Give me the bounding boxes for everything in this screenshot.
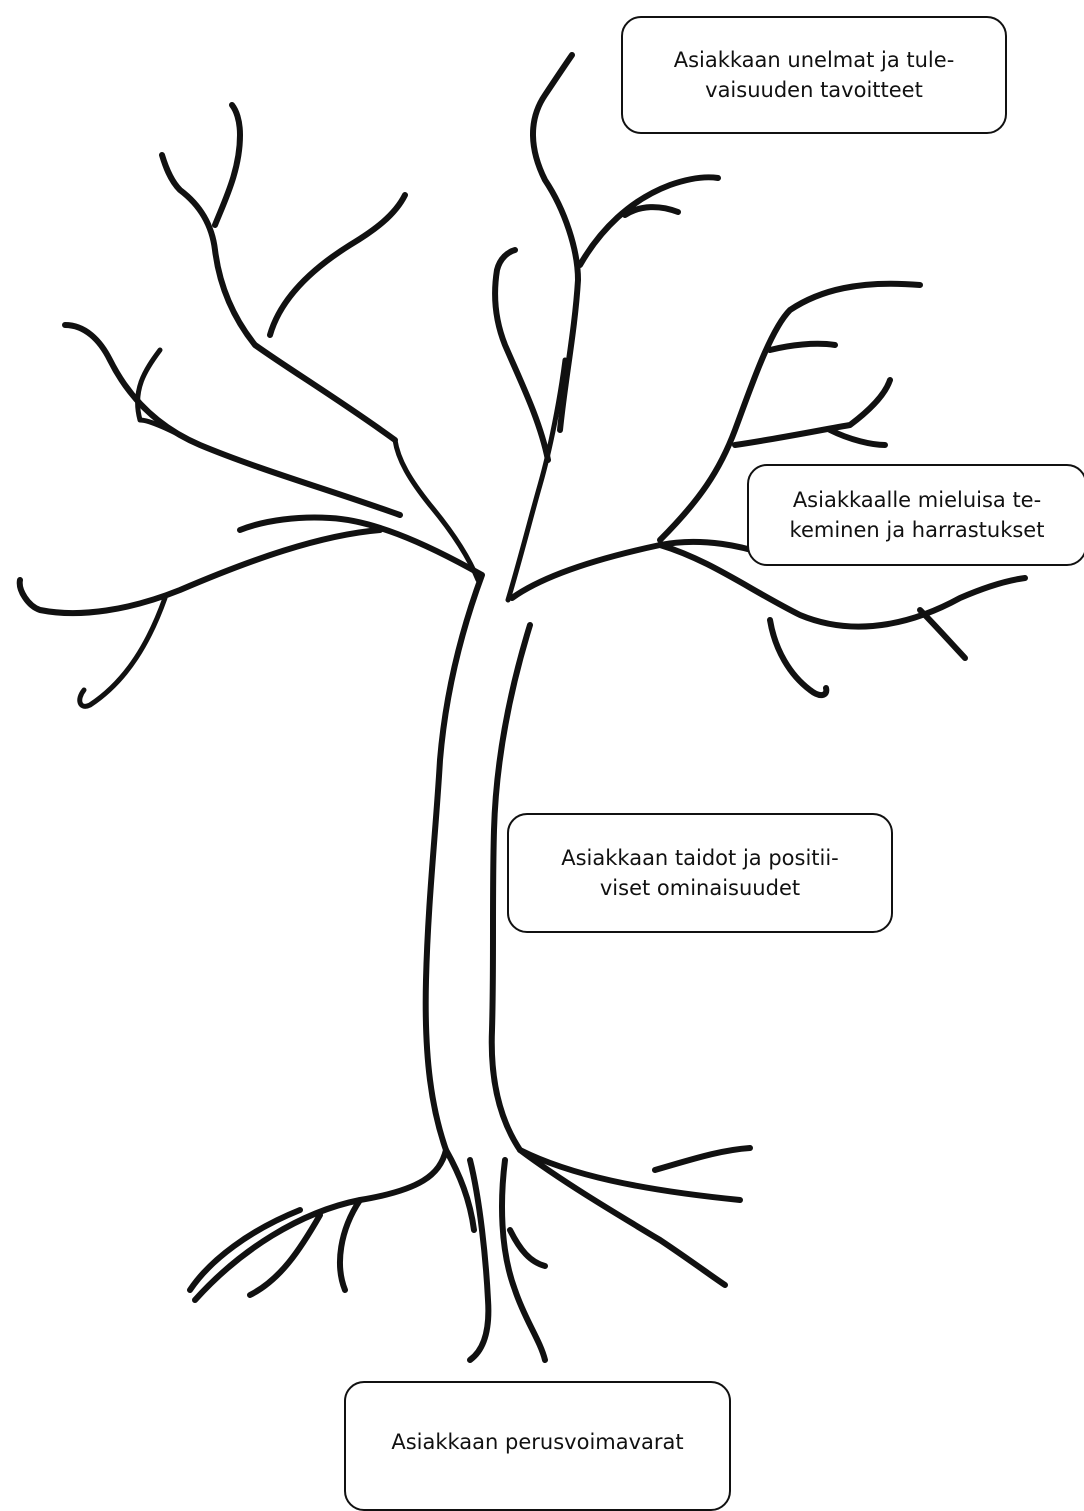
- branch-left-lower: [20, 325, 400, 613]
- trunk-left-outline: [195, 518, 482, 1301]
- dreams-label-line-2: vaisuuden tavoitteet: [674, 75, 955, 105]
- roots-label-line-1: Asiakkaan perusvoimavarat: [391, 1427, 683, 1457]
- hobbies-label-box: Asiakkaalle mieluisa te- keminen ja harr…: [747, 464, 1084, 566]
- branch-right-lower: [660, 545, 1025, 695]
- hobbies-label-line-1: Asiakkaalle mieluisa te-: [790, 485, 1045, 515]
- skills-label-line-1: Asiakkaan taidot ja positii-: [561, 843, 839, 873]
- roots: [190, 1148, 750, 1360]
- dreams-label-line-1: Asiakkaan unelmat ja tule-: [674, 45, 955, 75]
- skills-label-line-2: viset ominaisuudet: [561, 873, 839, 903]
- trunk-crotch: [395, 360, 565, 600]
- hobbies-label-line-2: keminen ja harrastukset: [790, 515, 1045, 545]
- branch-left-upper: [162, 105, 405, 440]
- skills-label-box: Asiakkaan taidot ja positii- viset omina…: [507, 813, 893, 933]
- roots-label-box: Asiakkaan perusvoimavarat: [344, 1381, 731, 1511]
- branch-left-fork: [80, 350, 200, 706]
- dreams-label-box: Asiakkaan unelmat ja tule- vaisuuden tav…: [621, 16, 1007, 134]
